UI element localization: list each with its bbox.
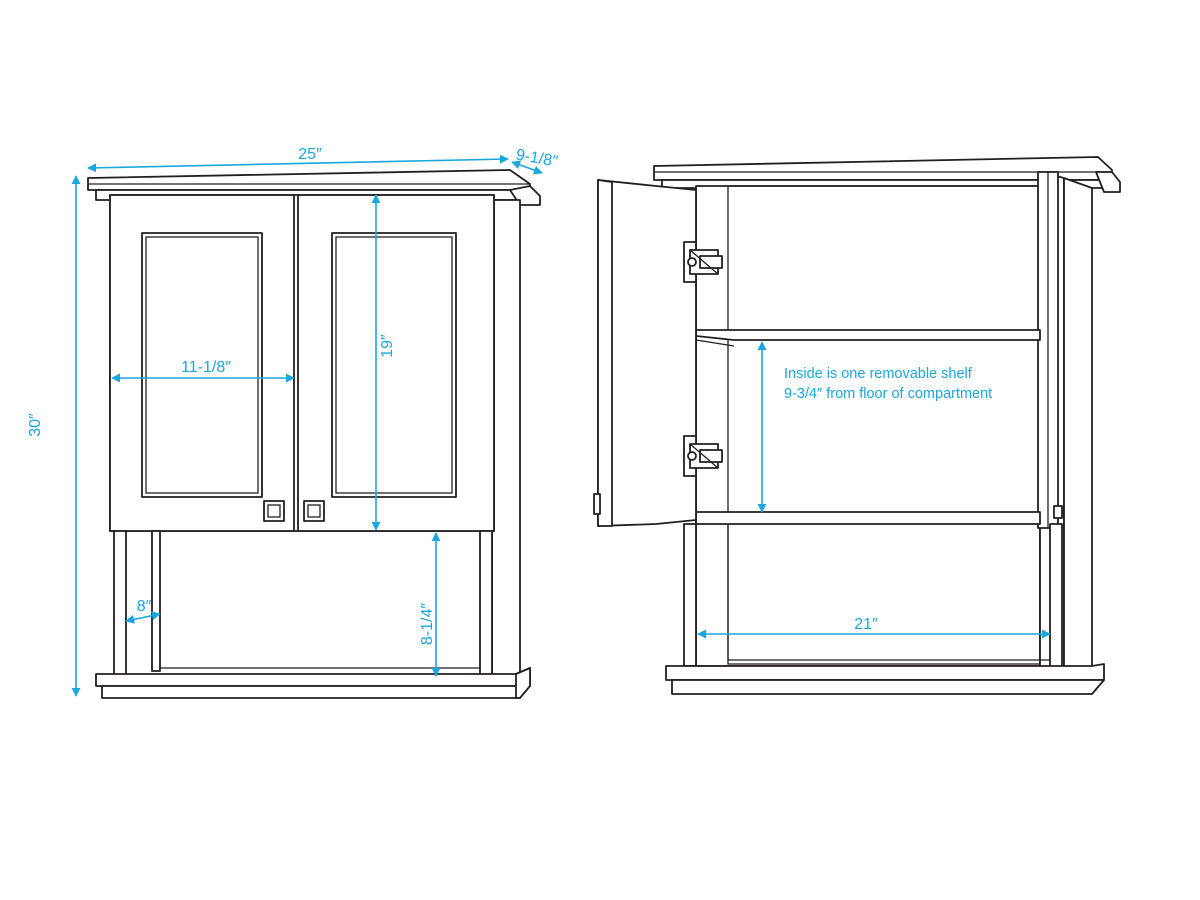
interior-width-label: 21″ bbox=[854, 616, 878, 633]
dim-line-depth bbox=[511, 160, 543, 175]
front-base bbox=[95, 667, 531, 687]
open-plinth bbox=[671, 679, 1105, 695]
door-width-label: 11-1/8″ bbox=[181, 359, 231, 376]
left-front-leg bbox=[113, 530, 127, 676]
front-crown-top bbox=[87, 169, 531, 191]
overall-height-label: 30″ bbox=[27, 413, 44, 437]
dim-line-overall-width bbox=[87, 154, 509, 173]
open-carcass bbox=[695, 185, 1041, 667]
lower-hinge bbox=[683, 435, 723, 477]
shelf-note-line-1: Inside is one removable shelf bbox=[784, 366, 973, 382]
front-side-panel bbox=[491, 199, 521, 676]
right-front-leg bbox=[479, 530, 493, 676]
right-door-panel bbox=[331, 232, 457, 498]
left-door-panel bbox=[141, 232, 263, 498]
door-knob-profile bbox=[593, 493, 601, 515]
shelf-note-line-2: 9-3/4″ from floor of compartment bbox=[784, 386, 992, 402]
door-height-label: 19″ bbox=[379, 334, 396, 358]
upper-hinge bbox=[683, 241, 723, 283]
open-dimensions: Inside is one removable shelf 9-3/4″ fro… bbox=[697, 341, 1051, 639]
overall-width-label: 25″ bbox=[298, 146, 322, 163]
open-shelf-height-label: 8-1/4″ bbox=[419, 603, 436, 645]
compartment-floor bbox=[695, 511, 1041, 525]
front-view-cabinet bbox=[87, 169, 541, 699]
front-dimensions: 25″ 9-1/8″ 30″ 11-1/8″ 19″ 8-1/4″ 8″ bbox=[27, 146, 560, 697]
right-knob bbox=[303, 500, 325, 522]
depth-label: 9-1/8″ bbox=[515, 147, 560, 171]
left-back-leg bbox=[151, 530, 161, 672]
side-depth-label: 8″ bbox=[137, 598, 152, 615]
open-base bbox=[665, 663, 1105, 681]
open-right-leg bbox=[1049, 523, 1063, 671]
removable-shelf bbox=[695, 329, 1041, 341]
open-view-cabinet bbox=[593, 156, 1121, 695]
open-left-leg bbox=[683, 523, 697, 667]
left-knob bbox=[263, 500, 285, 522]
dim-line-side-depth bbox=[125, 611, 161, 624]
open-right-side-edge bbox=[1063, 177, 1093, 671]
front-plinth bbox=[101, 685, 521, 699]
